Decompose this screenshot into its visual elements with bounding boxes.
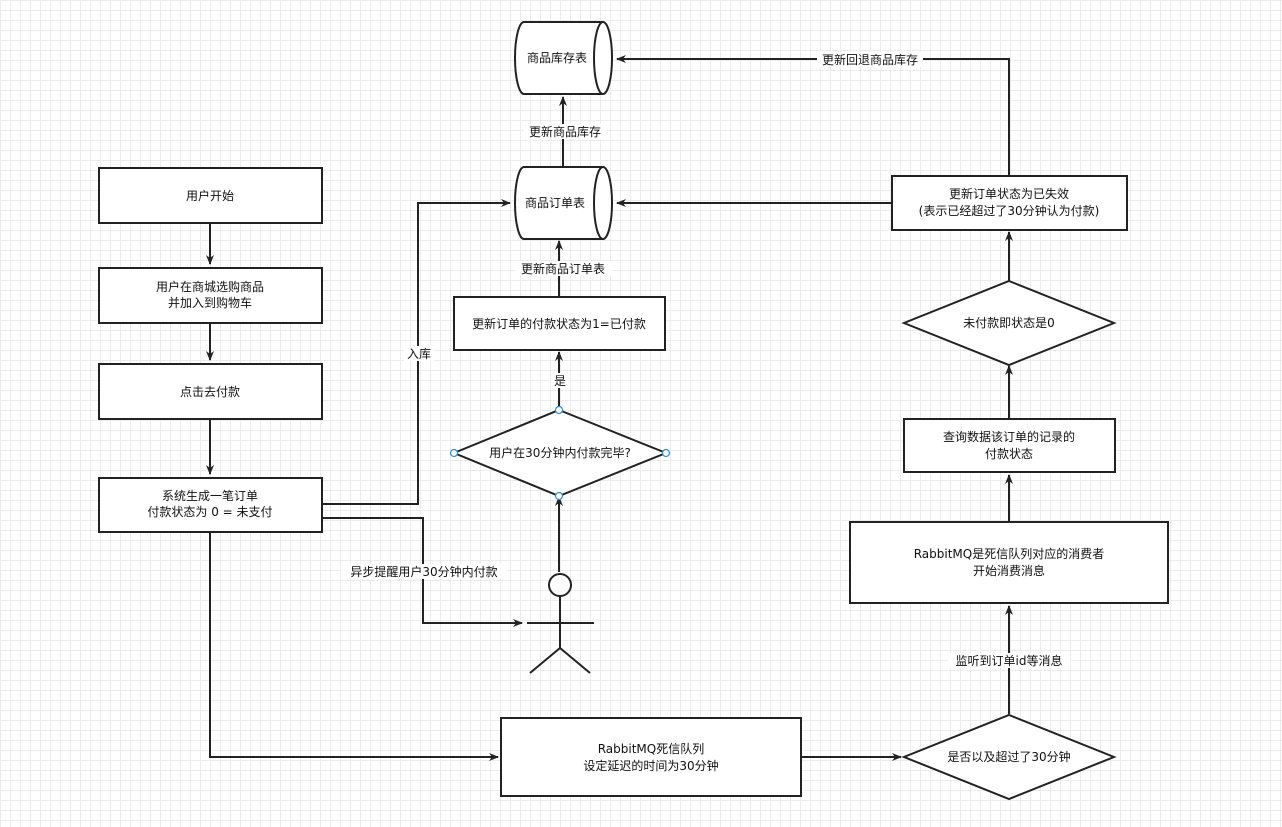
user-actor-icon[interactable] — [527, 573, 594, 674]
node-consumer[interactable]: RabbitMQ是死信队列对应的消费者 开始消费消息 — [849, 521, 1169, 604]
svg-text:是否以及超过了30分钟: 是否以及超过了30分钟 — [947, 749, 1070, 764]
svg-text:商品订单表: 商品订单表 — [525, 195, 585, 210]
selection-handles[interactable] — [449, 405, 671, 501]
svg-text:付款状态为 0 = 未支付: 付款状态为 0 = 未支付 — [147, 505, 272, 519]
svg-text:异步提醒用户30分钟内付款: 异步提醒用户30分钟内付款 — [350, 564, 497, 579]
node-query-status[interactable]: 查询数据该订单的记录的 付款状态 — [903, 418, 1116, 473]
node-unpaid-zero-decision[interactable]: 未付款即状态是0 — [901, 279, 1117, 367]
svg-text:更新回退商品库存: 更新回退商品库存 — [822, 52, 918, 67]
svg-text:点击去付款: 点击去付款 — [180, 385, 240, 399]
svg-text:入库: 入库 — [407, 346, 431, 361]
svg-text:RabbitMQ是死信队列对应的消费者: RabbitMQ是死信队列对应的消费者 — [914, 546, 1105, 561]
svg-text:更新订单状态为已失效: 更新订单状态为已失效 — [949, 186, 1069, 201]
svg-text:系统生成一笔订单: 系统生成一笔订单 — [162, 488, 258, 503]
edge-create-to-queue[interactable] — [209, 532, 499, 761]
edge-label-warehouse: 入库 — [404, 346, 434, 361]
node-update-pay-status[interactable]: 更新订单的付款状态为1=已付款 — [453, 296, 666, 351]
svg-text:开始消费消息: 开始消费消息 — [973, 563, 1045, 578]
svg-text:(表示已经超过了30分钟认为付款): (表示已经超过了30分钟认为付款) — [919, 203, 1100, 218]
node-exceeded-30-decision[interactable]: 是否以及超过了30分钟 — [901, 713, 1117, 801]
svg-text:监听到订单id等消息: 监听到订单id等消息 — [956, 653, 1063, 668]
svg-text:是: 是 — [554, 374, 566, 388]
node-set-invalid[interactable]: 更新订单状态为已失效 (表示已经超过了30分钟认为付款) — [891, 175, 1128, 231]
edge-label-update-inventory: 更新商品库存 — [524, 124, 606, 139]
svg-text:商品库存表: 商品库存表 — [527, 50, 587, 65]
edge-label-update-order-table: 更新商品订单表 — [515, 261, 611, 276]
edge-label-async-remind: 异步提醒用户30分钟内付款 — [341, 564, 507, 579]
svg-text:并加入到购物车: 并加入到购物车 — [168, 295, 252, 310]
svg-text:用户在商城选购商品: 用户在商城选购商品 — [156, 279, 264, 294]
svg-text:更新商品订单表: 更新商品订单表 — [521, 261, 605, 276]
node-create-order[interactable]: 系统生成一笔订单 付款状态为 0 = 未支付 — [98, 477, 323, 533]
svg-text:用户开始: 用户开始 — [186, 188, 234, 203]
svg-text:设定延迟的时间为30分钟: 设定延迟的时间为30分钟 — [583, 758, 718, 773]
node-user-start[interactable]: 用户开始 — [98, 167, 323, 224]
svg-text:付款状态: 付款状态 — [985, 447, 1033, 461]
node-paid-in-30-decision[interactable]: 用户在30分钟内付款完毕? — [449, 405, 671, 501]
svg-text:更新订单的付款状态为1=已付款: 更新订单的付款状态为1=已付款 — [472, 316, 646, 331]
svg-text:更新商品库存: 更新商品库存 — [529, 124, 601, 139]
svg-text:查询数据该订单的记录的: 查询数据该订单的记录的 — [943, 429, 1075, 444]
edge-label-listen-order-id: 监听到订单id等消息 — [948, 653, 1070, 668]
node-select-goods[interactable]: 用户在商城选购商品 并加入到购物车 — [98, 267, 323, 324]
svg-text:用户在30分钟内付款完毕?: 用户在30分钟内付款完毕? — [489, 445, 631, 460]
node-click-pay[interactable]: 点击去付款 — [98, 363, 323, 420]
node-order-table[interactable]: 商品订单表 — [514, 166, 613, 240]
edge-label-yes: 是 — [551, 373, 569, 388]
node-rabbit-queue[interactable]: RabbitMQ死信队列 设定延迟的时间为30分钟 — [500, 717, 802, 797]
node-inventory-table[interactable]: 商品库存表 — [514, 21, 613, 95]
svg-text:RabbitMQ死信队列: RabbitMQ死信队列 — [598, 741, 705, 756]
edge-label-rollback-inventory: 更新回退商品库存 — [817, 52, 923, 67]
svg-text:未付款即状态是0: 未付款即状态是0 — [963, 316, 1055, 330]
edge-invalid-to-inventory[interactable] — [616, 55, 1010, 176]
